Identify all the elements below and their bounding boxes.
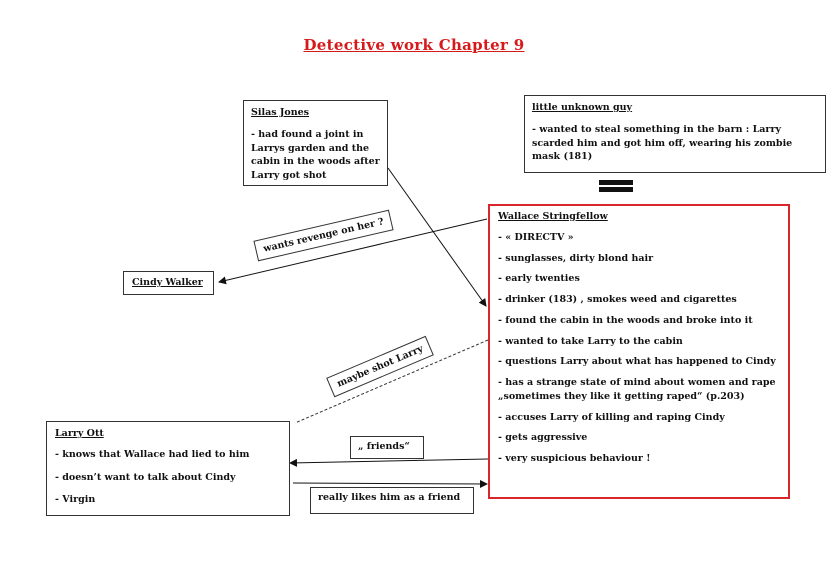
equals-bar-bottom	[599, 187, 633, 192]
larry-item: - doesn’t want to talk about Cindy	[55, 471, 236, 483]
larry-item: - knows that Wallace had lied to him	[55, 448, 250, 460]
wallace-item: - drinker (183) , smokes weed and cigare…	[498, 294, 737, 306]
cindy-walker-name: Cindy Walker	[132, 277, 203, 288]
wallace-item: - « DIRECTV »	[498, 231, 574, 243]
arrow-larry-to-wallace	[292, 479, 488, 488]
larry-ott-box: Larry Ott - knows that Wallace had lied …	[46, 421, 290, 516]
cindy-walker-box: Cindy Walker	[123, 271, 214, 295]
arrow-wallace-to-larry	[289, 458, 489, 467]
unknown-guy-box: little unknown guy - wanted to steal som…	[524, 95, 826, 173]
wallace-item: - sunglasses, dirty blond hair	[498, 252, 654, 264]
page-title: Detective work Chapter 9	[303, 36, 525, 54]
wallace-item: - very suspicious behaviour !	[498, 453, 651, 465]
larry-item: - Virgin	[55, 494, 96, 506]
wallace-item: - early twenties	[498, 273, 580, 285]
wallace-item: - gets aggressive	[498, 432, 588, 444]
equals-bar-top	[599, 180, 633, 185]
wallace-stringfellow-name: Wallace Stringfellow	[498, 211, 608, 222]
arrow-silas-to-wallace	[387, 167, 487, 307]
wallace-stringfellow-box: Wallace Stringfellow - « DIRECTV » - sun…	[488, 204, 790, 499]
wallace-item: - found the cabin in the woods and broke…	[498, 314, 753, 326]
wallace-item: - accuses Larry of killing and raping Ci…	[498, 411, 725, 423]
unknown-guy-note: - wanted to steal something in the barn …	[532, 123, 793, 163]
larry-ott-name: Larry Ott	[55, 428, 104, 439]
wallace-item: - questions Larry about what has happene…	[498, 356, 776, 368]
silas-jones-name: Silas Jones	[251, 107, 310, 118]
label-friends: „ friends“	[350, 436, 424, 459]
unknown-guy-name: little unknown guy	[532, 102, 633, 113]
silas-jones-note: - had found a joint in Larrys garden and…	[251, 128, 380, 182]
silas-jones-box: Silas Jones - had found a joint in Larry…	[243, 100, 388, 186]
dashed-wallace-to-larry	[294, 339, 489, 424]
arrow-wallace-to-cindy	[218, 218, 488, 285]
wallace-item: - wanted to take Larry to the cabin	[498, 335, 683, 347]
wallace-item: - has a strange state of mind about wome…	[498, 377, 776, 402]
label-really-likes-him: really likes him as a friend	[310, 487, 474, 514]
